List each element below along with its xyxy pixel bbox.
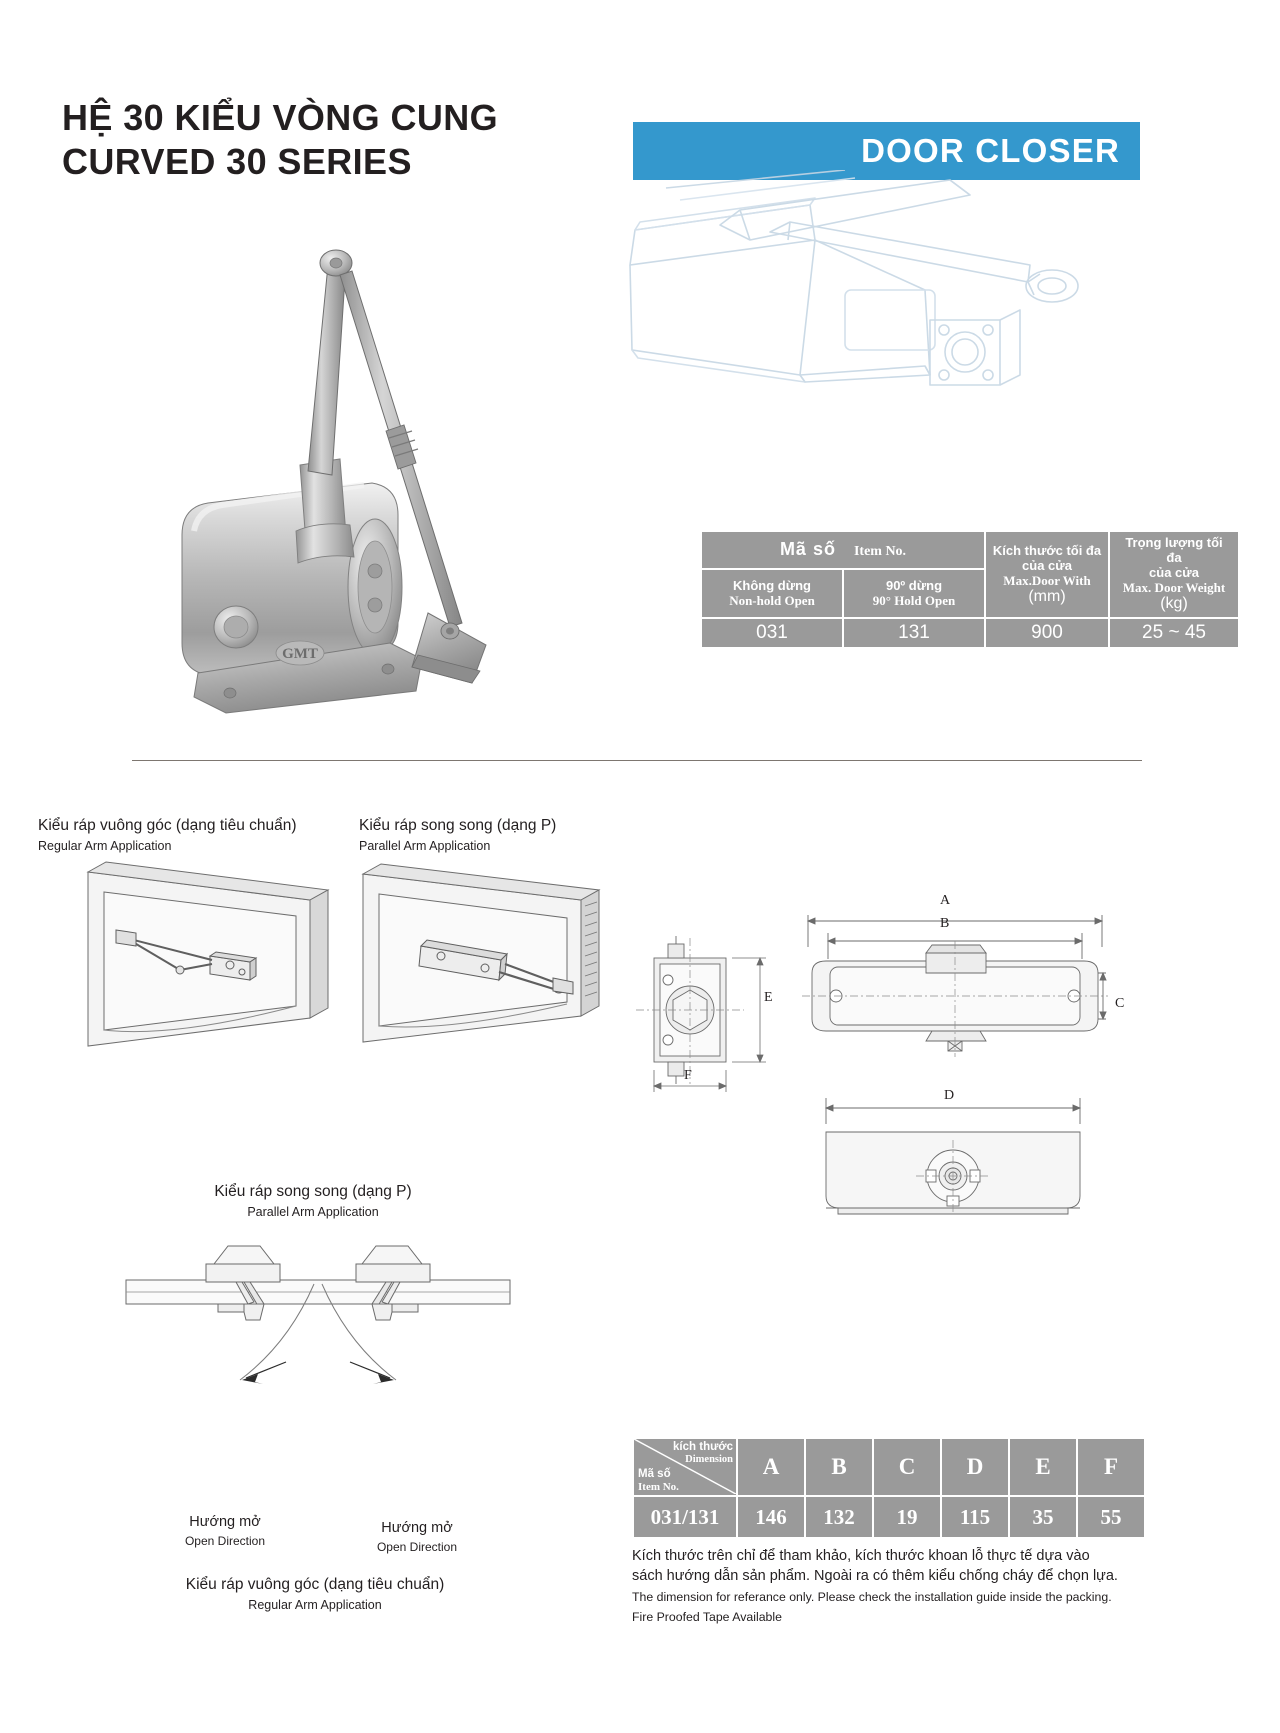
dim-letter-A: A — [940, 893, 951, 908]
spec-hold-en: 90° Hold Open — [872, 593, 956, 609]
dimension-value-A: 146 — [738, 1497, 804, 1537]
dim-letter-E: E — [764, 990, 773, 1005]
dimension-corner-bottom-vn: Mã số — [638, 1467, 671, 1480]
section-divider — [132, 760, 1142, 761]
spec-max-weight-header: Trọng lượng tối đa của cửa Max. Door Wei… — [1110, 532, 1238, 617]
spec-max-weight-vn-1: Trọng lượng tối đa — [1125, 535, 1223, 566]
page-title: HỆ 30 KIỂU VÒNG CUNG CURVED 30 SERIES — [62, 96, 582, 184]
spec-value-max-width: 900 — [986, 618, 1108, 647]
open-direction-right-vn: Hướng mở — [381, 1520, 453, 1536]
dimension-table: kích thước Dimension Mã số Item No. A B … — [632, 1437, 1146, 1539]
label-regular-arm-top-en: Regular Arm Application — [38, 839, 172, 854]
end-view-drawing — [636, 936, 766, 1092]
product-photo: GMT — [181, 249, 487, 714]
spec-item-no-header: Mã số Item No. — [702, 532, 984, 568]
dimension-col-F: F — [1078, 1439, 1144, 1495]
spec-value-hold: 131 — [844, 618, 984, 647]
regular-arm-installation-drawing — [86, 861, 330, 1047]
open-direction-left-en: Open Direction — [184, 1534, 266, 1549]
spec-max-width-vn-1: Kích thước tối đa — [992, 542, 1102, 558]
spec-value-non-hold: 031 — [702, 618, 842, 647]
dimension-col-D: D — [942, 1439, 1008, 1495]
door-closer-banner: DOOR CLOSER — [633, 122, 1140, 180]
spec-non-hold-header: Không dừng Non-hold Open — [702, 569, 842, 617]
spec-hold-header: 90º dừng 90° Hold Open — [844, 569, 984, 617]
dimension-corner-top-en: Dimension — [685, 1453, 733, 1465]
label-regular-arm-top-vn: Kiểu ráp vuông góc (dạng tiêu chuẩn) — [38, 817, 297, 834]
parallel-arm-installation-drawing — [361, 863, 601, 1043]
top-view-drawing — [802, 915, 1108, 1057]
dimension-value-F: 55 — [1078, 1497, 1144, 1537]
dim-letter-F: F — [684, 1068, 692, 1083]
dimension-col-A: A — [738, 1439, 804, 1495]
spec-value-max-weight: 25 ~ 45 — [1110, 618, 1238, 647]
label-parallel-arm-top: Kiểu ráp song song (dạng P) Parallel Arm… — [359, 814, 556, 856]
spec-non-hold-en: Non-hold Open — [729, 593, 815, 609]
spec-item-no-vn: Mã số — [779, 539, 836, 560]
open-direction-left: Hướng mở Open Direction — [160, 1512, 290, 1549]
spec-hold-vn: 90º dừng — [885, 578, 943, 594]
label-regular-arm-bottom-en: Regular Arm Application — [248, 1598, 382, 1613]
dimension-row-code: 031/131 — [634, 1497, 736, 1537]
diagonal-divider-icon — [634, 1439, 736, 1495]
front-view-drawing — [824, 1098, 1082, 1215]
label-regular-arm-top: Kiểu ráp vuông góc (dạng tiêu chuẩn) Reg… — [38, 814, 297, 856]
dimension-corner-top: kích thước Dimension — [673, 1441, 733, 1466]
spec-max-width-en: Max.Door With — [1003, 572, 1091, 588]
watermark-line-art — [629, 170, 1079, 386]
dimension-value-E: 35 — [1010, 1497, 1076, 1537]
dimension-col-B: B — [806, 1439, 872, 1495]
spec-max-width-unit: (mm) — [1028, 587, 1066, 605]
dim-letter-C: C — [1115, 996, 1125, 1011]
dimension-corner-bottom-en: Item No. — [638, 1480, 679, 1493]
open-direction-right: Hướng mở Open Direction — [352, 1518, 482, 1555]
dimension-col-C: C — [874, 1439, 940, 1495]
dimension-corner-cell: kích thước Dimension Mã số Item No. — [634, 1439, 736, 1495]
spec-header-row-1: Mã số Item No. Kích thước tối đa của cửa… — [702, 532, 1238, 617]
footnote-en-line2: Fire Proofed Tape Available — [632, 1609, 782, 1624]
spec-max-width-header: Kích thước tối đa của cửa Max.Door With … — [986, 532, 1108, 617]
label-parallel-arm-top-vn: Kiểu ráp song song (dạng P) — [359, 817, 557, 834]
spec-header-row-2: Không dừng Non-hold Open 90º dừng 90° Ho… — [702, 569, 1238, 617]
page-title-vn: HỆ 30 KIỂU VÒNG CUNG — [62, 97, 499, 138]
dimension-value-B: 132 — [806, 1497, 872, 1537]
open-direction-drawing — [125, 1245, 511, 1384]
dimension-value-D: 115 — [942, 1497, 1008, 1537]
spec-max-weight-vn-2: của cửa — [1149, 565, 1199, 581]
label-regular-arm-bottom-vn: Kiểu ráp vuông góc (dạng tiêu chuẩn) — [185, 1576, 445, 1593]
label-parallel-arm-mid: Kiểu ráp song song (dạng P) Parallel Arm… — [148, 1180, 478, 1222]
page-title-en: CURVED 30 SERIES — [62, 140, 412, 182]
spec-non-hold-vn: Không dừng — [733, 578, 811, 594]
banner-label: DOOR CLOSER — [861, 132, 1120, 169]
label-regular-arm-bottom: Kiểu ráp vuông góc (dạng tiêu chuẩn) Reg… — [145, 1573, 485, 1615]
label-parallel-arm-mid-en: Parallel Arm Application — [247, 1205, 379, 1220]
footnote-vn-line2: sách hướng dẫn sản phẩm. Ngoài ra có thê… — [632, 1568, 1118, 1584]
dimension-corner-bottom: Mã số Item No. — [638, 1468, 679, 1493]
label-parallel-arm-mid-vn: Kiểu ráp song song (dạng P) — [214, 1183, 412, 1200]
spec-value-row: 031 131 900 25 ~ 45 — [702, 618, 1238, 647]
spec-max-weight-unit: (kg) — [1160, 595, 1188, 613]
spec-item-no-en: Item No. — [853, 544, 907, 560]
label-parallel-arm-top-en: Parallel Arm Application — [359, 839, 491, 854]
svg-text:GMT: GMT — [282, 646, 318, 662]
specification-table: Mã số Item No. Kích thước tối đa của cửa… — [700, 530, 1240, 649]
dim-letter-D: D — [944, 1088, 955, 1103]
open-direction-right-en: Open Direction — [376, 1540, 458, 1555]
brand-logo: GMT — [275, 640, 325, 666]
footnotes: Kích thước trên chỉ để tham khảo, kích t… — [632, 1546, 1118, 1625]
dimension-value-C: 19 — [874, 1497, 940, 1537]
spec-max-weight-en: Max. Door Weight — [1122, 580, 1226, 596]
dim-letter-B: B — [940, 916, 950, 931]
open-direction-left-vn: Hướng mở — [189, 1514, 261, 1530]
dimension-col-E: E — [1010, 1439, 1076, 1495]
dimension-corner-top-vn: kích thước — [673, 1441, 733, 1453]
table-row: 031/131 146 132 19 115 35 55 — [634, 1497, 1144, 1537]
spec-max-width-vn-2: của cửa — [1022, 557, 1072, 573]
dimension-header-row: kích thước Dimension Mã số Item No. A B … — [634, 1439, 1144, 1495]
footnote-vn-line1: Kích thước trên chỉ để tham khảo, kích t… — [632, 1548, 1090, 1564]
footnote-en-line1: The dimension for referance only. Please… — [632, 1590, 1112, 1604]
